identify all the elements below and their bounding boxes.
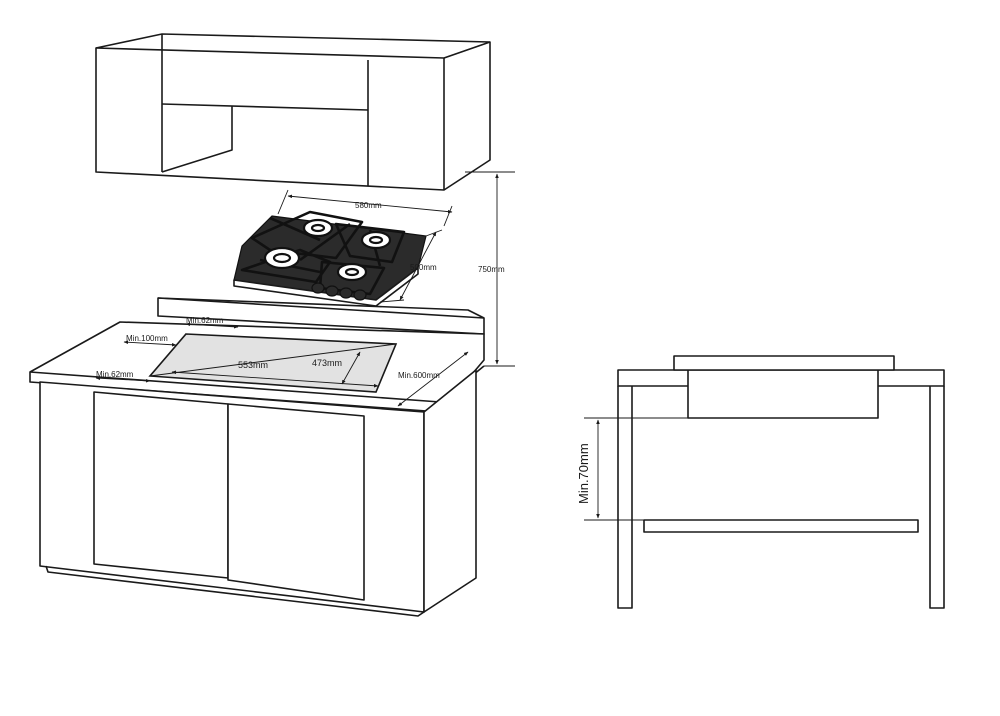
hob-depth-dimension: 500mm (379, 229, 443, 303)
hob-width-label: 580mm (355, 201, 382, 210)
height-750-label: 750mm (478, 265, 505, 274)
lower-shelf (643, 519, 919, 533)
min-front-label: Min.62mm (96, 370, 134, 379)
clearance-below-label: Min.70mm (576, 443, 591, 504)
min-back-label: Min.62mm (186, 316, 224, 325)
hob-width-dimension: 580mm (277, 189, 453, 227)
cutout-depth-label: 473mm (312, 358, 342, 368)
hob-body-section (687, 369, 879, 419)
range-hood-cabinet (95, 33, 491, 191)
height-750-dimension: 750mm (465, 171, 515, 367)
min-side-label: Min.100mm (126, 334, 168, 343)
counter-depth-label: Min.600mm (398, 371, 440, 380)
cabinet-door-left (93, 391, 229, 579)
control-knobs (311, 282, 367, 301)
hob-depth-label: 500mm (410, 263, 437, 272)
counter-clearance-dimensions: Min.62mm Min.100mm Min.62mm 553mm 473mm … (95, 316, 469, 407)
cabinet-door-right (227, 403, 365, 601)
hob-top-plate-section (673, 355, 895, 371)
side-section-view: Min.70mm (576, 355, 945, 609)
cutout-width-label: 553mm (238, 360, 268, 370)
gas-hob (233, 210, 427, 307)
